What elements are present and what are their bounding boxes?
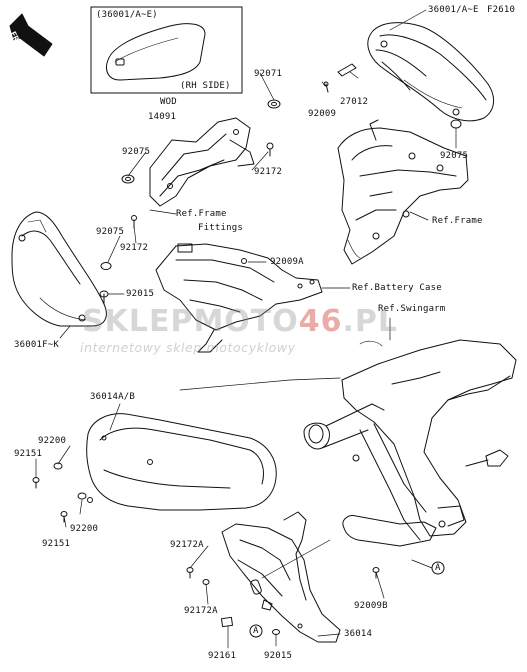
label-92075-upper-left: 92075 (122, 147, 151, 157)
label-92009b: 92009B (354, 601, 388, 611)
watermark-brand-part2: MOTO (193, 304, 299, 339)
front-arrow-icon (9, 13, 53, 57)
figure-code: F2610 (487, 5, 516, 15)
bracket-14091 (149, 117, 255, 207)
label-92161: 92161 (208, 651, 237, 661)
callout-circles (249, 559, 445, 638)
leader-lines (35, 9, 457, 649)
battery-case (155, 243, 323, 353)
label-36001-a-e: 36001/A~E (428, 5, 479, 15)
inset-cover-hole (115, 58, 125, 66)
label-92015-bottom: 92015 (264, 651, 293, 661)
label-36001f-k: 36001F~K (14, 340, 59, 350)
watermark-brand-tld: .PL (342, 304, 399, 339)
side-cover-upper (367, 22, 494, 122)
label-92009: 92009 (308, 109, 337, 119)
label-wod: WOD (160, 97, 177, 107)
inset-title: (36001/A~E) (96, 10, 158, 20)
label-92172a-bottom: 92172A (184, 606, 218, 616)
callout-a-right: A (435, 563, 441, 573)
label-92009a: 92009A (270, 257, 304, 267)
inset-caption: (RH SIDE) (180, 81, 231, 91)
label-92075-right: 92075 (440, 151, 469, 161)
label-92075-lower: 92075 (96, 227, 125, 237)
callout-a-left: A (253, 626, 259, 636)
label-92015-top: 92015 (126, 289, 155, 299)
ref-swingarm: Ref.Swingarm (378, 304, 446, 314)
watermark-brand: SKLEPMOTO46.PL (82, 304, 398, 339)
ref-frame: Ref.Frame (432, 216, 483, 226)
chain-guard-lower (221, 511, 341, 643)
label-92151-bottom: 92151 (42, 539, 71, 549)
label-14091: 14091 (148, 112, 177, 122)
watermark-brand-number: 46 (298, 304, 343, 339)
swingarm (303, 339, 517, 547)
inset-cover-shape (106, 23, 206, 81)
ref-battery-case: Ref.Battery Case (352, 283, 442, 293)
ref-frame-fittings-line1: Ref.Frame (176, 209, 227, 219)
chain-cover-upper (86, 413, 277, 511)
label-92172-mid: 92172 (254, 167, 283, 177)
inset-box (90, 6, 243, 94)
label-27012: 27012 (340, 97, 369, 107)
label-92200-top: 92200 (38, 436, 67, 446)
frame-section (337, 119, 469, 265)
label-36014a-b: 36014A/B (90, 392, 135, 402)
ref-frame-fittings-line2: Fittings (198, 223, 243, 233)
label-92200-bottom: 92200 (70, 524, 99, 534)
watermark-tagline: internetowy sklep motocyklowy (80, 340, 296, 355)
watermark-brand-part1: SKLEP (82, 304, 194, 339)
label-92172-left: 92172 (120, 243, 149, 253)
label-92172a-top: 92172A (170, 540, 204, 550)
label-92071: 92071 (254, 69, 283, 79)
label-36014: 36014 (344, 629, 373, 639)
label-92151-top: 92151 (14, 449, 43, 459)
hardware-top (121, 63, 462, 184)
